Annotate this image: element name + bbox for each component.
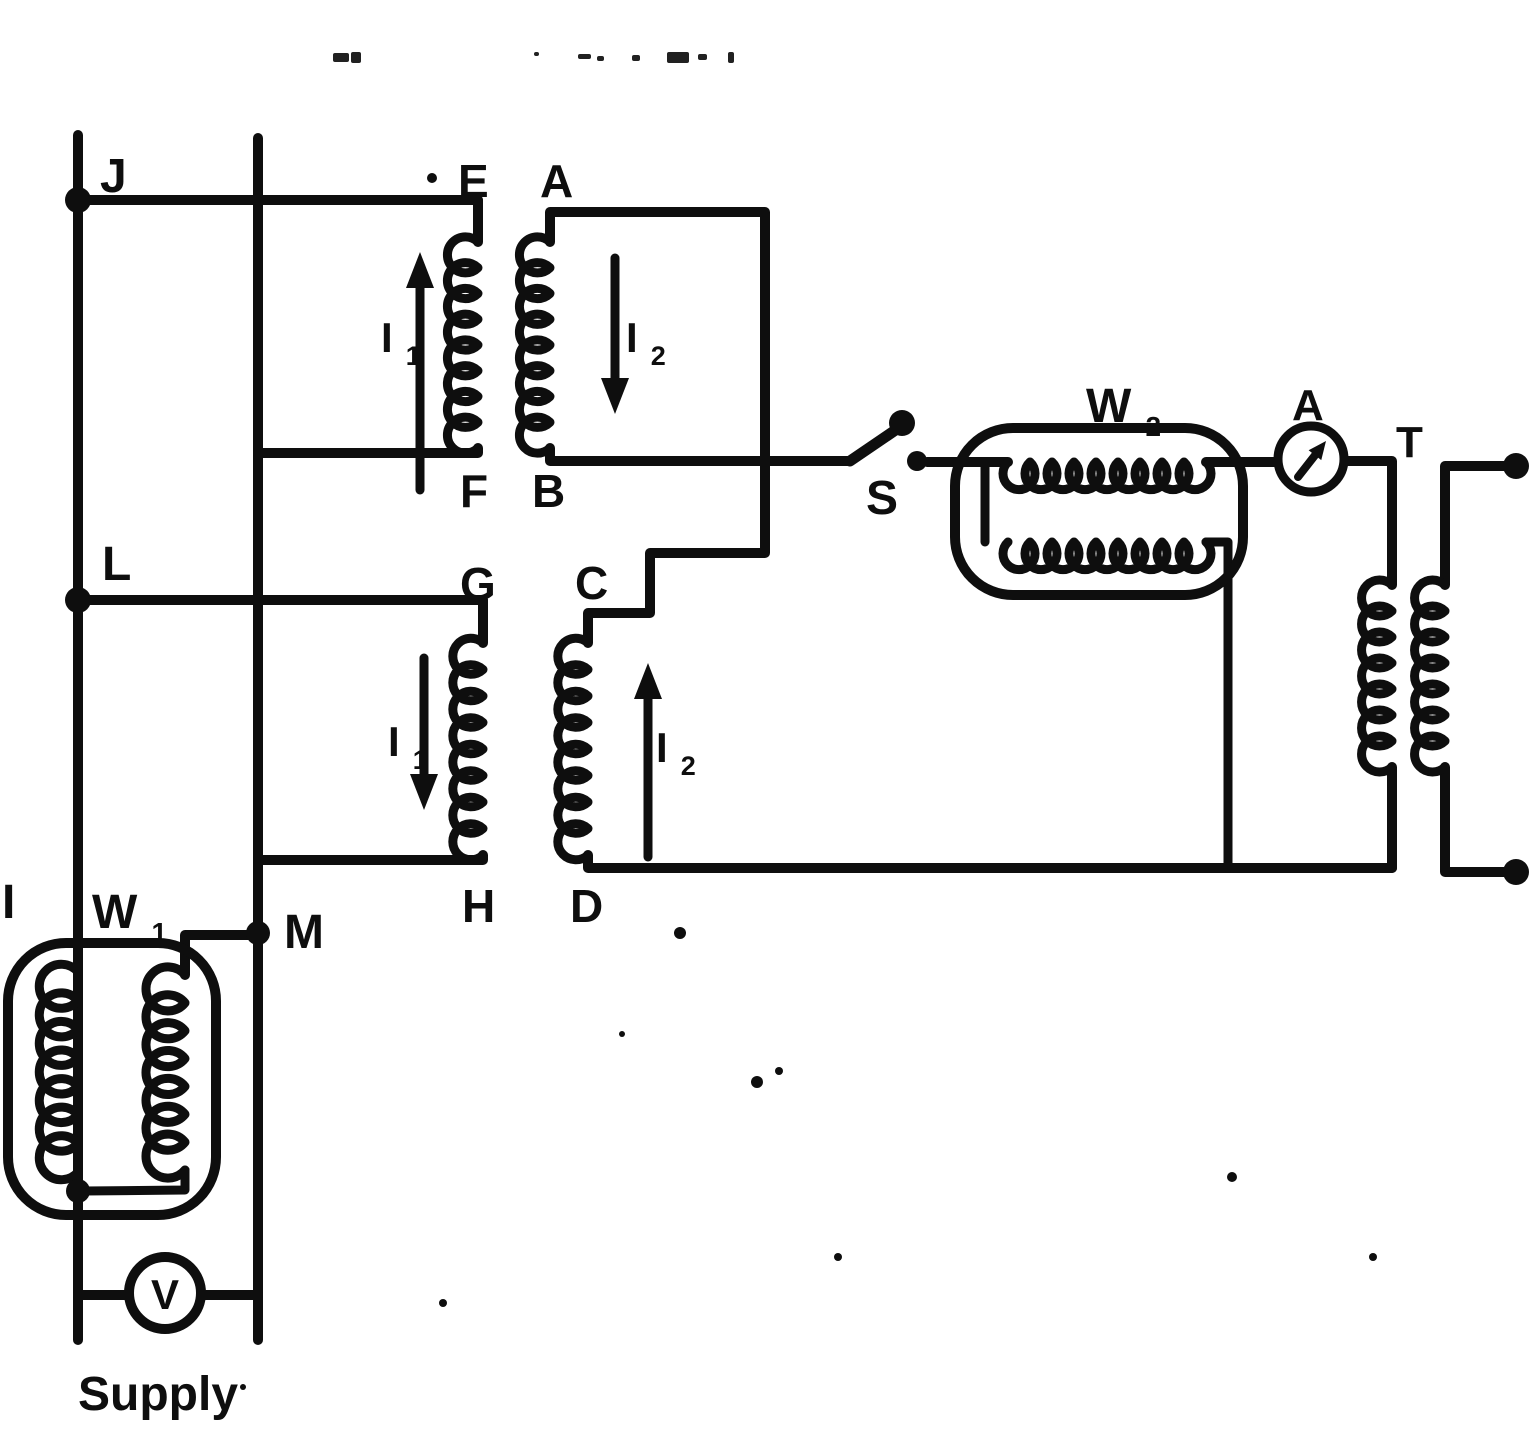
label-H: H	[462, 880, 495, 932]
coil-w1-current	[34, 959, 83, 1185]
label-I1_bottom-subscript: 1	[413, 745, 428, 775]
label-E: E	[458, 155, 489, 207]
label-M: M	[284, 906, 324, 959]
voltmeter-circle	[124, 1252, 206, 1334]
junction-dot-J	[65, 187, 91, 213]
label-I2_bottom: I	[656, 724, 668, 771]
scan-speck	[834, 1253, 842, 1261]
switch-blade	[844, 423, 903, 467]
coil-t-transformer-secondary	[1410, 575, 1450, 777]
scan-speck	[1227, 1172, 1237, 1182]
junction-dot-w1-return	[66, 1179, 90, 1203]
junction-dot-M	[246, 921, 270, 945]
coil-w1-voltage	[141, 962, 190, 1183]
scan-speck	[674, 927, 686, 939]
wattmeter-w1-outline	[3, 938, 221, 1220]
label-I2_top: I	[626, 314, 638, 361]
wire-f-to-bus	[253, 443, 483, 458]
scan-smudge	[578, 54, 591, 59]
switch-blade-tip-dot	[889, 410, 915, 436]
label-S: S	[866, 472, 898, 525]
label-ammeter: A	[1292, 381, 1324, 430]
label-D: D	[570, 880, 603, 932]
scan-smudge	[698, 54, 707, 60]
scan-smudge	[534, 52, 539, 56]
label-W1-subscript: 1	[151, 917, 167, 948]
scan-smudge	[632, 55, 640, 61]
wire-a-to-c-step	[545, 207, 770, 648]
coil-w2-voltage	[998, 537, 1216, 575]
label-J: J	[100, 150, 127, 203]
label-W2-subscript: 2	[1145, 411, 1161, 442]
scan-smudge	[667, 52, 689, 63]
scan-speck	[439, 1299, 447, 1307]
scan-speck	[240, 1384, 246, 1390]
wire-d-bottom-rail	[583, 850, 1397, 873]
wire-t-secondary-top-lead	[1440, 461, 1511, 590]
label-supply: Supply	[78, 1368, 238, 1421]
scan-smudge	[351, 52, 361, 63]
label-I_left: I	[2, 876, 15, 929]
arrow-i1-up-head	[406, 252, 434, 288]
wire-b-to-switch	[545, 443, 855, 466]
coil-t-transformer-primary	[1357, 575, 1397, 777]
scan-speck	[775, 1067, 783, 1075]
coil-transformer1-secondary-AB	[514, 232, 555, 458]
label-A_node: A	[540, 155, 573, 207]
label-L: L	[102, 538, 131, 591]
label-T: T	[1396, 418, 1423, 467]
scan-speck	[751, 1076, 763, 1088]
label-I2_top-subscript: 2	[651, 341, 666, 371]
scan-smudge	[597, 56, 604, 61]
label-F: F	[460, 465, 488, 517]
terminal-dot-bottom-right	[1503, 859, 1529, 885]
arrow-i2-down-head	[601, 378, 629, 414]
coil-transformer2-primary-GH	[448, 633, 488, 865]
label-I1_top-subscript: 1	[406, 341, 421, 371]
wire-w1-voltage-coil-return	[79, 1165, 190, 1196]
arrow-i1-down-head	[410, 774, 438, 810]
wire-h-to-bus	[253, 850, 488, 865]
label-I1_top: I	[381, 314, 393, 361]
label-C: C	[575, 557, 608, 609]
label-I1_bottom: I	[388, 718, 400, 765]
switch-contact-dot	[907, 451, 927, 471]
coil-transformer2-secondary-CD	[553, 633, 593, 865]
arrow-i2-up-head	[634, 663, 662, 699]
scan-speck	[619, 1031, 625, 1037]
ammeter-needle-shaft	[1294, 450, 1320, 481]
coil-transformer1-primary-EF	[442, 232, 483, 458]
wire-w2-voltage-coil-drop	[1201, 537, 1233, 873]
ammeter-needle-head	[1308, 441, 1326, 461]
label-G: G	[460, 558, 496, 610]
label-W2: W	[1086, 380, 1132, 433]
coil-w2-current	[998, 457, 1216, 495]
wire-ammeter-to-t-primary	[1339, 456, 1397, 590]
junction-dot-L	[65, 587, 91, 613]
scan-speck	[427, 173, 437, 183]
terminal-dot-top-right	[1503, 453, 1529, 479]
wire-t-secondary-bottom-lead	[1440, 762, 1511, 877]
label-W1: W	[92, 886, 138, 939]
wattmeter-w2-outline	[950, 423, 1248, 600]
label-I2_bottom-subscript: 2	[681, 751, 696, 781]
scan-smudge	[333, 53, 349, 62]
wire-m-to-w1-voltage-coil	[180, 930, 263, 980]
scan-speck	[1369, 1253, 1377, 1261]
label-voltmeter: V	[151, 1271, 179, 1318]
scan-smudge	[728, 52, 734, 63]
label-B: B	[532, 465, 565, 517]
